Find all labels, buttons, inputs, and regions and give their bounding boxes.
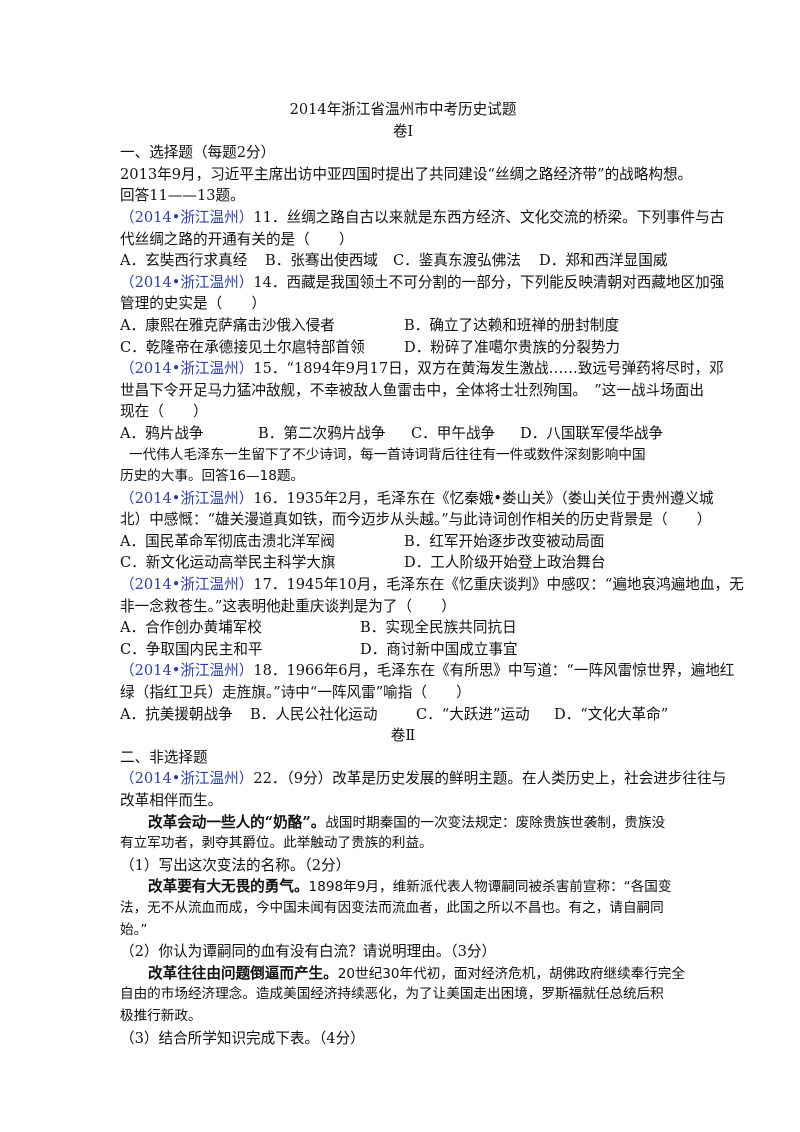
option-c: C．新文化运动高举民主科学大旗 [120,554,336,572]
question-18-text: 18．1966年6月，毛泽东在《有所思》中写道：“一阵风雷惊世界，遍地红 [253,662,735,680]
option-a: A．合作创办黄埔军校 [120,619,262,637]
question-22-text: 22．（9分）改革是历史发展的鲜明主题。在人类历史上，社会进步往往与 [253,770,727,788]
question-15-options: A．鸦片战争 B．第二次鸦片战争 C．甲午战争 D．八国联军侵华战争 [120,423,686,445]
option-d: D．郑和西洋显国威 [539,252,668,270]
question-11-text-line-2: 代丝绸之路的开通有关的是（ ） [120,230,354,248]
exam-content: 2014年浙江省温州市中考历史试题 卷Ⅰ 一、选择题（每题2分） 2013年9月… [120,99,744,1049]
question-17-options-cd: C．争取国内民主和平 D．商讨新中国成立事宜 [120,639,686,661]
intro-mao-poems-line-1: 一代伟人毛泽东一生留下了不少诗词，每一首诗词背后往往有一件或数件深刻影响中国 [129,446,646,463]
question-16-options-ab: A．国民革命军彻底击溃北洋军阀 B．红军开始逐步改变被动局面 [120,531,686,553]
question-14-text: 14．西藏是我国领土不可分割的一部分，下列能反映清朝对西藏地区加强 [253,273,725,291]
question-15-text: 15．“1894年9月17日，双方在黄海发生激战……致远号弹药将尽时，邓 [253,360,724,378]
volume-2-heading: 卷Ⅱ [390,727,416,745]
option-b: B．第二次鸦片战争 [258,424,386,442]
question-16-text-line-2: 北）中感慨：“雄关漫道真如铁，而今迈步从头越。”与此诗词创作相关的历史背景是（ … [120,511,712,529]
material-2-line-2: 法，无不从流血而成，今中国未闻有因变法而流血者，此国之所以不昌也。有之，请自嗣同 [120,899,664,916]
question-15-text-line-2: 世昌下令开足马力猛冲敌舰，不幸被敌人鱼雷击中，全体将士壮烈殉国。 ”这一战斗场面… [120,381,704,399]
option-a: A．康熙在雅克萨痛击沙俄入侵者 [120,316,335,334]
material-2-text: 1898年9月，维新派代表人物谭嗣同被杀害前宣称：“各国变 [308,879,672,896]
option-d: D．粉碎了准噶尔贵族的分裂势力 [404,338,621,356]
question-15-text-line-3: 现在（ ） [120,403,208,421]
option-d: D．工人阶级开始登上政治舞台 [404,554,606,572]
exam-title: 2014年浙江省温州市中考历史试题 [289,101,517,118]
option-d: D．商讨新中国成立事宜 [360,640,518,658]
intro-silk-road-line-2: 回答11——13题。 [120,187,245,205]
question-18-options: A．抗美援朝战争 B．人民公社化运动 C．“大跃进”运动 D．“文化大革命” [120,704,686,726]
sub-question-3: （3）结合所学知识完成下表。（4分） [120,1029,365,1047]
question-source-link[interactable]: （2014•浙江温州） [120,273,254,291]
material-2-line-1: 改革要有大无畏的勇气。1898年9月，维新派代表人物谭嗣同被杀害前宣称：“各国变 [120,876,686,898]
question-17-options-ab: A．合作创办黄埔军校 B．实现全民族共同抗日 [120,617,686,639]
material-1-text: 战国时期秦国的一次变法规定：废除贵族世袭制，贵族没 [325,814,666,831]
question-22-text-line-2: 改革相伴而生。 [120,792,223,809]
question-15: （2014•浙江温州）15．“1894年9月17日，双方在黄海发生激战……致远号… [120,358,724,380]
question-14-options-cd: C．乾隆帝在承德接见土尔扈特部首领 D．粉碎了准噶尔贵族的分裂势力 [120,337,686,359]
option-d: D．“文化大革命” [554,705,669,723]
question-14-text-line-2: 管理的史实是（ ） [120,295,266,313]
question-source-link[interactable]: （2014•浙江温州） [120,662,254,680]
option-c: C．甲午战争 [411,424,496,442]
option-c: C．乾隆帝在承德接见土尔扈特部首领 [120,338,365,356]
material-1-line-1: 改革会动一些人的“奶酪”。战国时期秦国的一次变法规定：废除贵族世袭制，贵族没 [120,812,686,834]
question-source-link[interactable]: （2014•浙江温州） [120,770,254,788]
question-16: （2014•浙江温州）16．1935年2月，毛泽东在《忆秦娥•娄山关》（娄山关位… [120,488,714,510]
question-source-link[interactable]: （2014•浙江温州） [120,576,254,594]
option-b: B．红军开始逐步改变被动局面 [404,532,605,550]
question-16-options-cd: C．新文化运动高举民主科学大旗 D．工人阶级开始登上政治舞台 [120,552,686,574]
material-3-line-2: 自由的市场经济理念。造成美国经济持续恶化，为了让美国走出困境，罗斯福就任总统后积 [120,986,664,1003]
option-a: A．抗美援朝战争 [120,705,233,723]
material-3-line-3: 极推行新政。 [120,1007,202,1024]
question-22: （2014•浙江温州）22．（9分）改革是历史发展的鲜明主题。在人类历史上，社会… [120,768,726,790]
volume-1-heading: 卷Ⅰ [392,122,414,140]
option-b: B．实现全民族共同抗日 [360,619,517,637]
option-b: B．张骞出使西域 [265,252,378,270]
question-11: （2014•浙江温州）11．丝绸之路自古以来就是东西方经济、文化交流的桥梁。下列… [120,207,724,229]
option-a: A．玄奘西行求真经 [120,252,248,270]
sub-question-2: （2）你认为谭嗣同的血有没有白流？请说明理由。（3分） [120,943,497,961]
question-source-link[interactable]: （2014•浙江温州） [120,360,254,378]
question-14: （2014•浙江温州）14．西藏是我国领土不可分割的一部分，下列能反映清朝对西藏… [120,272,724,294]
question-11-text: 11．丝绸之路自古以来就是东西方经济、文化交流的桥梁。下列事件与古 [253,208,725,226]
material-3-lead: 改革往往由问题倒逼而产生。 [148,964,338,982]
question-11-options: A．玄奘西行求真经 B．张骞出使西域 C．鉴真东渡弘佛法 D．郑和西洋显国威 [120,250,686,272]
question-17-text-line-2: 非一念救苍生。”这表明他赴重庆谈判是为了（ ） [120,597,456,615]
sub-question-1: （1）写出这次变法的名称。（2分） [120,856,351,874]
option-a: A．国民革命军彻底击溃北洋军阀 [120,532,335,550]
question-17: （2014•浙江温州）17．1945年10月，毛泽东在《忆重庆谈判》中感叹：“遍… [120,574,744,596]
option-a: A．鸦片战争 [120,424,204,442]
material-1-lead: 改革会动一些人的“奶酪”。 [148,813,326,831]
material-3-line-1: 改革往往由问题倒逼而产生。20世纪30年代初，面对经济危机，胡佛政府继续奉行完全 [120,963,686,985]
question-17-text: 17．1945年10月，毛泽东在《忆重庆谈判》中感叹：“遍地哀鸿遍地血，无 [253,576,744,594]
option-b: B．确立了达赖和班禅的册封制度 [404,316,620,334]
option-d: D．八国联军侵华战争 [520,424,664,442]
option-c: C．“大跃进”运动 [416,705,530,723]
question-source-link[interactable]: （2014•浙江温州） [120,489,254,507]
material-2-line-3: 始。” [120,921,148,938]
question-16-text: 16．1935年2月，毛泽东在《忆秦娥•娄山关》（娄山关位于贵州遵义城 [253,489,714,507]
intro-mao-poems-line-2: 历史的大事。回答16—18题。 [120,468,305,485]
option-b: B．人民公社化运动 [250,705,378,723]
question-18: （2014•浙江温州）18．1966年6月，毛泽东在《有所思》中写道：“一阵风雷… [120,660,734,682]
intro-silk-road-line-1: 2013年9月，习近平主席出访中亚四国时提出了共同建设“丝绸之路经济带”的战略构… [120,165,693,183]
question-14-options-ab: A．康熙在雅克萨痛击沙俄入侵者 B．确立了达赖和班禅的册封制度 [120,315,686,337]
material-1-line-2: 有立军功者，剥夺其爵位。此举触动了贵族的利益。 [120,835,433,852]
section-1-heading: 一、选择题（每题2分） [120,144,276,162]
section-2-heading: 二、非选择题 [120,748,208,766]
material-2-lead: 改革要有大无畏的勇气。 [148,878,309,896]
material-3-text: 20世纪30年代初，面对经济危机，胡佛政府继续奉行完全 [337,965,685,982]
option-c: C．争取国内民主和平 [120,640,263,658]
option-c: C．鉴真东渡弘佛法 [393,252,521,270]
question-18-text-line-2: 绿（指红卫兵）走旌旗。”诗中“一阵风雷”喻指（ ） [120,684,471,702]
question-source-link[interactable]: （2014•浙江温州） [120,208,254,226]
